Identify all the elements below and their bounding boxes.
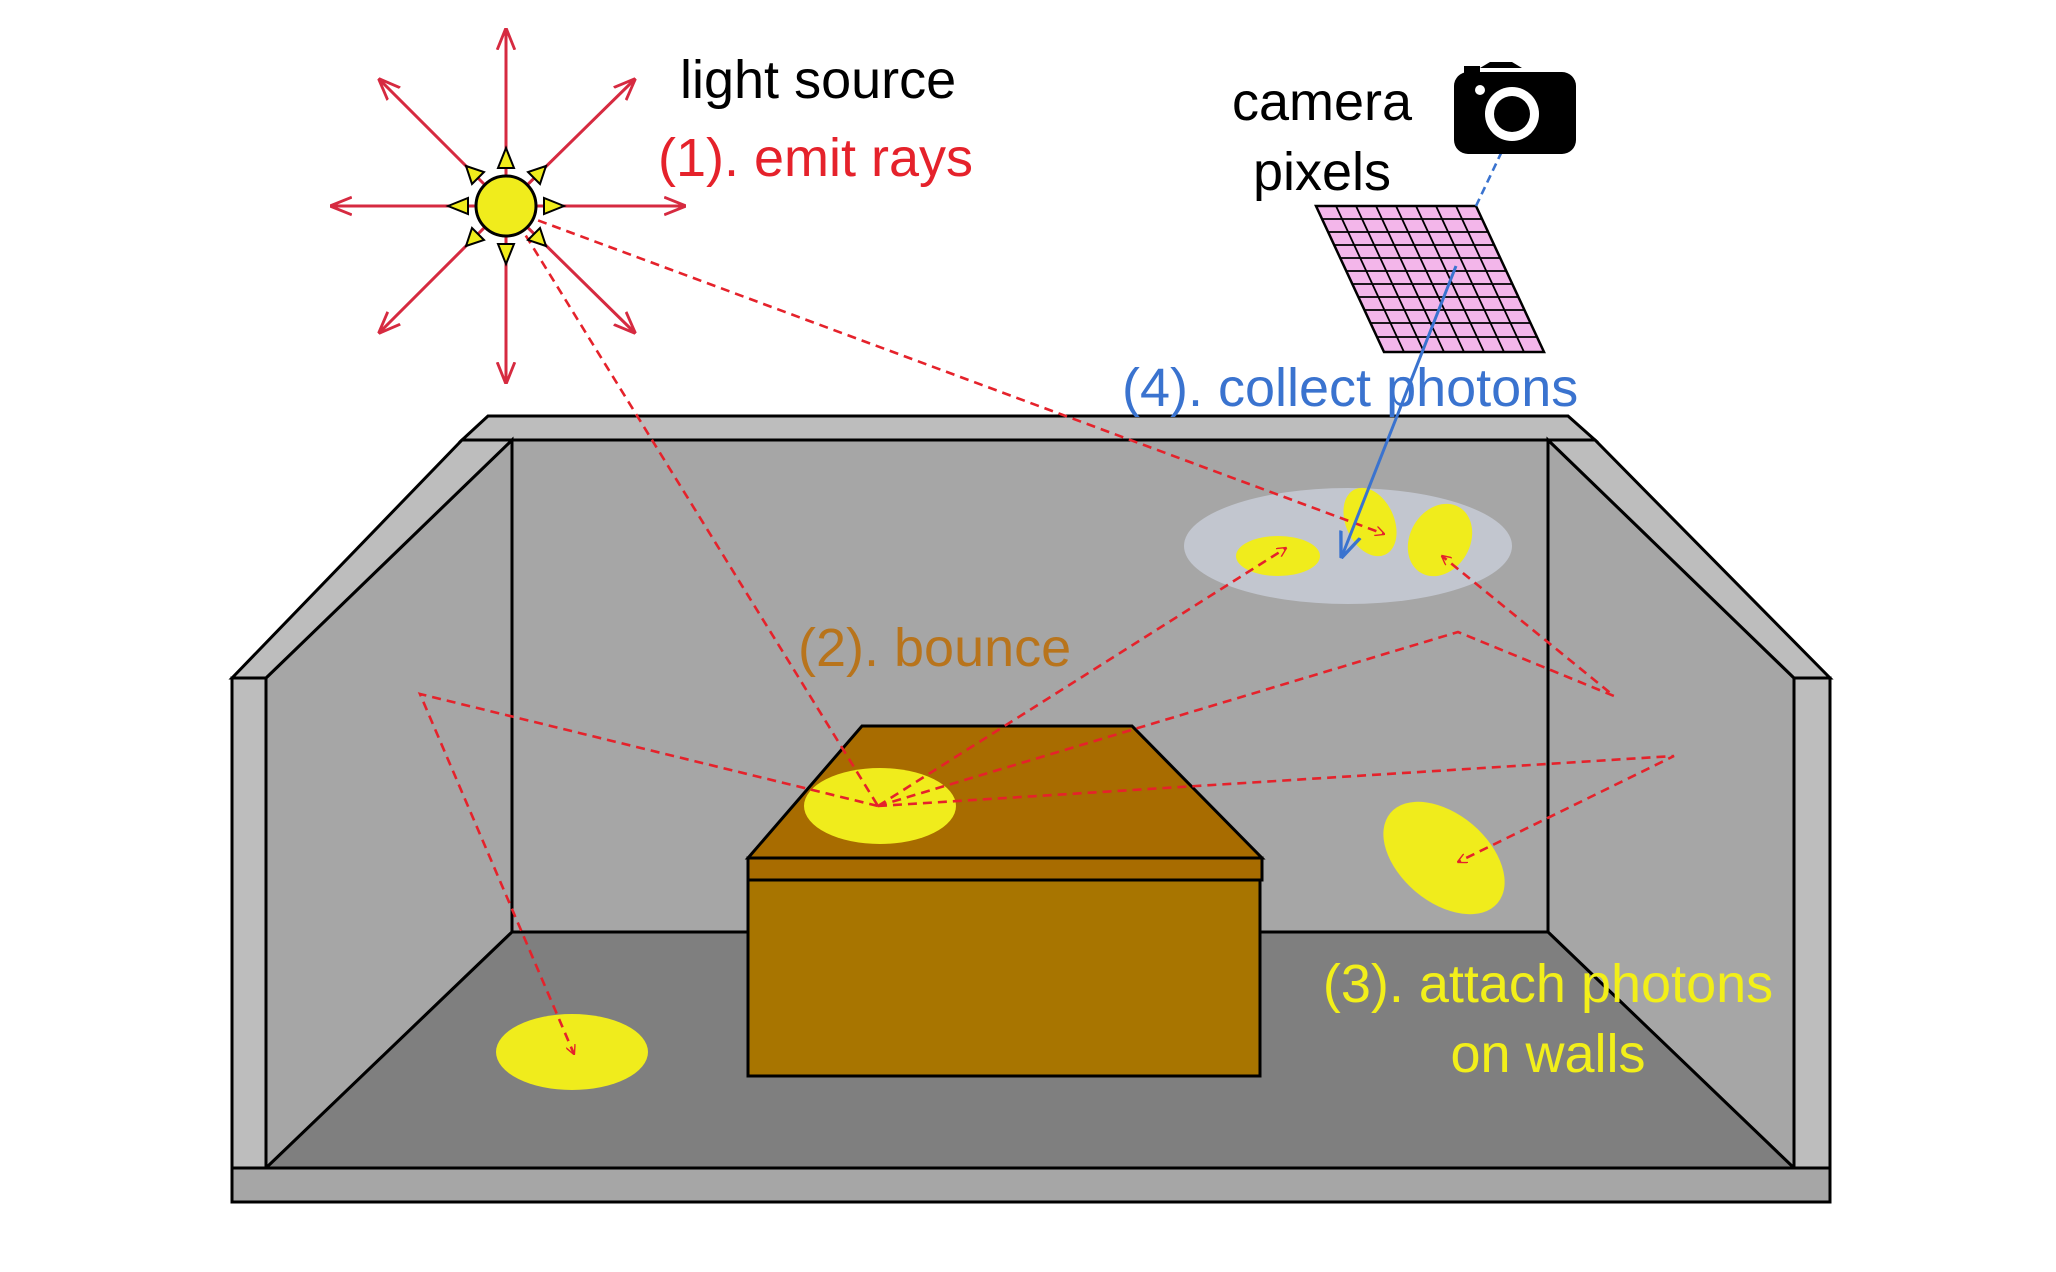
box	[744, 724, 1266, 1078]
pixel-grid	[1314, 204, 1546, 354]
ray-to-ceiling-b	[509, 208, 1384, 534]
light-rays	[417, 208, 1675, 1054]
labels: light source (1). emit rays camera pixel…	[658, 50, 1773, 1084]
photon-spot-ceiling-c	[1407, 503, 1473, 577]
ray-bounce-ceiling-c	[877, 556, 1615, 808]
camera-assembly	[1314, 62, 1576, 556]
ray-bounce-left	[417, 692, 879, 1054]
right-post	[1792, 676, 1832, 1170]
ray-bounce-right-wall	[877, 754, 1675, 862]
pixels-label: pixels	[1253, 142, 1391, 202]
step3-label-line2: on walls	[1450, 1024, 1645, 1084]
step4-label: (4). collect photons	[1122, 358, 1578, 418]
room-base	[230, 1166, 1832, 1204]
step2-label: (2). bounce	[798, 618, 1071, 678]
sun-icon	[445, 145, 567, 267]
step3-label-line1: (3). attach photons	[1323, 954, 1773, 1014]
photon-spot-right-wall	[1383, 801, 1505, 915]
camera-label: camera	[1232, 72, 1413, 132]
ray-bounce-ceiling-a	[877, 548, 1286, 808]
box-lid-edge	[746, 856, 1264, 882]
light-source-label: light source	[680, 50, 956, 110]
room-top-rim	[458, 414, 1599, 442]
photon-spot-ceiling-a	[1236, 536, 1320, 576]
collect-photons-arrow	[1342, 265, 1458, 556]
left-post	[230, 676, 268, 1170]
camera-icon	[1454, 62, 1576, 154]
box-front	[746, 878, 1262, 1078]
step1-label: (1). emit rays	[658, 128, 973, 188]
ray-to-box	[508, 209, 880, 807]
light-source	[332, 30, 684, 382]
